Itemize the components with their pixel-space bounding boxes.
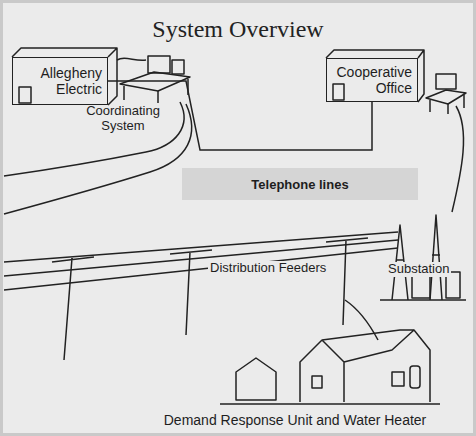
utility-pole [326, 238, 368, 325]
building-box: Cooperative Office [326, 58, 418, 102]
building-door [19, 87, 31, 103]
desk [426, 90, 466, 104]
water-heater [410, 366, 420, 388]
computer-monitor [436, 74, 456, 89]
utility-pole [52, 257, 94, 360]
telephone-line [452, 106, 464, 212]
building-roof [12, 48, 117, 105]
substation-tower [392, 215, 442, 300]
component-label: Substation [386, 262, 451, 277]
node-text: Allegheny Electric [18, 65, 102, 97]
telephone-line [4, 104, 192, 214]
building-box: Allegheny Electric [12, 57, 108, 105]
desk-legs [124, 79, 188, 103]
house [236, 358, 276, 400]
node-text: Telephone lines [251, 177, 348, 192]
component-label: Demand Response Unit and Water Heater [145, 412, 445, 428]
component-label: Coordinating System [78, 104, 168, 134]
component-label: Distribution Feeders [208, 261, 328, 276]
page-ground [3, 3, 473, 433]
ground-line [380, 299, 466, 301]
wire [117, 58, 146, 60]
building-door [333, 84, 344, 100]
building-roof [326, 50, 424, 102]
line-art [4, 48, 466, 404]
node-text: Cooperative Office [332, 64, 412, 96]
response-unit [312, 376, 322, 388]
label-band: Telephone lines [182, 168, 418, 200]
house [300, 330, 430, 402]
computer-unit [172, 60, 184, 74]
utility-pole [170, 250, 212, 335]
computer-monitor [148, 56, 170, 73]
ground-line [220, 403, 440, 405]
diagram-title: System Overview [0, 16, 476, 43]
telephone-line [4, 102, 184, 176]
window [392, 372, 404, 386]
